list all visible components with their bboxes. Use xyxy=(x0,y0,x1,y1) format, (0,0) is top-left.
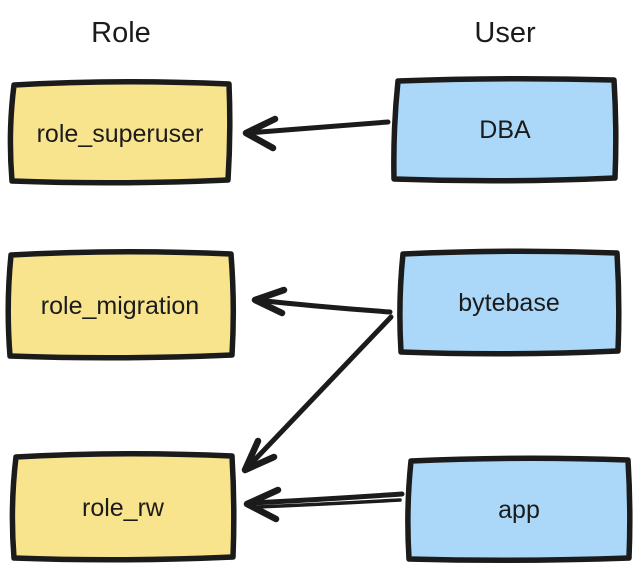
node-role_rw: role_rw xyxy=(9,450,237,563)
node-label-role_rw: role_rw xyxy=(82,494,165,522)
node-label-bytebase: bytebase xyxy=(458,289,559,317)
edge-bytebase-to-role_rw xyxy=(241,314,394,474)
edge-line-bytebase-role_migration xyxy=(253,297,393,315)
node-dba: DBA xyxy=(391,75,619,184)
node-box-role_rw xyxy=(9,450,237,563)
edge-arrowhead-dba-role_superuser xyxy=(242,115,279,152)
column-header-user: User xyxy=(474,17,536,49)
node-box-role_superuser xyxy=(7,78,233,186)
edge-arrowhead-bytebase-role_rw xyxy=(241,437,278,474)
node-role_superuser: role_superuser xyxy=(7,78,233,186)
node-box-dba xyxy=(391,75,619,184)
node-label-role_migration: role_migration xyxy=(41,292,199,320)
edge-line-overdraw-app-role_rw xyxy=(255,498,402,509)
edge-dba-to-role_superuser xyxy=(242,115,391,152)
edge-arrowhead-bytebase-role_migration xyxy=(251,286,288,317)
node-bytebase: bytebase xyxy=(397,248,622,357)
node-label-dba: DBA xyxy=(479,116,531,144)
edge-bytebase-to-role_migration xyxy=(251,286,393,317)
edge-arrowhead-app-role_rw xyxy=(243,486,282,523)
node-box-role_migration xyxy=(5,248,237,361)
column-header-role: Role xyxy=(91,17,151,49)
edge-line-bytebase-role_rw xyxy=(243,314,394,472)
node-box-app xyxy=(405,455,633,564)
edge-app-to-role_rw xyxy=(243,486,405,523)
edge-line-dba-role_superuser xyxy=(244,119,391,136)
node-label-app: app xyxy=(498,496,540,524)
edge-line-app-role_rw xyxy=(249,491,405,506)
node-role_migration: role_migration xyxy=(5,248,237,361)
node-label-role_superuser: role_superuser xyxy=(37,120,204,148)
node-box-bytebase xyxy=(397,248,622,357)
node-app: app xyxy=(405,455,633,564)
